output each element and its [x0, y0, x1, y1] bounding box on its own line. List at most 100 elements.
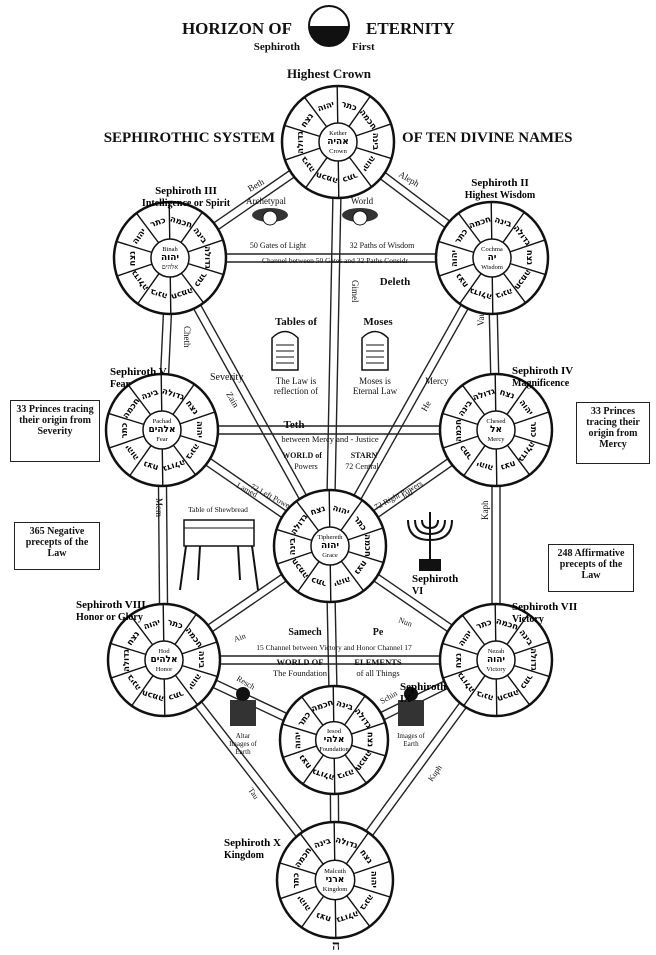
menorah-icon — [408, 512, 452, 570]
nun-label: Nun — [397, 615, 413, 628]
crown-title: Highest Crown — [287, 66, 372, 81]
sephira-malkuth-subheading: Kingdom — [224, 850, 265, 861]
zain-label: Zain — [224, 390, 241, 410]
ain-label: Ain — [233, 631, 247, 644]
bottom-letter: ה — [332, 939, 340, 954]
sephira-chesed-spoke — [496, 449, 497, 486]
sephira-pachad-subheading: Fear — [110, 379, 131, 390]
moses-eternal-label-1: Moses is — [359, 376, 391, 386]
sephira-chochma-spoke — [491, 202, 492, 239]
header-left: HORIZON OF — [182, 19, 292, 38]
sephira-jesod-ring-script: יהוה — [293, 732, 303, 749]
foundation-label: The Foundation — [273, 668, 328, 678]
sephira-hod-center-0: Hod — [158, 648, 170, 655]
pe-label: Pe — [373, 627, 384, 638]
starn-label: STARN — [351, 451, 378, 460]
sephira-malkuth-center-2: Kingdom — [323, 886, 348, 893]
sephira-binah-center-2: אלהים — [162, 263, 179, 271]
system-title-left: SEPHIROTHIC SYSTEM — [104, 130, 275, 146]
header-right: ETERNITY — [366, 19, 455, 38]
sephira-nezah-heading: Sephiroth VII — [512, 601, 577, 613]
sephira-pachad-center-0: Pachad — [153, 418, 173, 425]
sephira-hod-center-2: Honor — [156, 666, 173, 673]
sephira-chochma-center-0: Cochma — [481, 246, 503, 253]
horizon-half-disc-icon — [309, 6, 349, 46]
gates-of-light-label: 50 Gates of Light — [250, 241, 307, 250]
sephira-nezah-center-2: Victory — [486, 666, 506, 673]
elements-label: ELEMENTS — [354, 657, 402, 667]
sephira-jesod-center-0: Iesod — [327, 728, 342, 735]
sephira-binah-ring-script: נצח — [128, 251, 138, 267]
sephira-nezah-subheading: Victory — [512, 614, 544, 625]
system-title-right: OF TEN DIVINE NAMES — [402, 130, 572, 146]
sephira-pachad-spoke — [162, 449, 163, 486]
aleph-label: Aleph — [397, 169, 421, 189]
sephira-chesed-center-1: אל — [490, 425, 502, 435]
sephira-chochma-subheading: Highest Wisdom — [465, 190, 536, 201]
sephira-chesed-ring-script: חכמה — [454, 419, 464, 442]
header-sub-right: First — [352, 41, 375, 53]
cherub-right-icon — [342, 208, 378, 225]
kuph-label: Kuph — [426, 763, 444, 783]
central-label: 72 Central — [345, 462, 379, 471]
sephira-jesod-center-2: Foundation — [319, 746, 349, 753]
sephira-kether-center-0: Kether — [329, 130, 348, 137]
sephira-malkuth: בינהגדולהנצחיהוהכתרחכמהבינהגדולהנצחיהוהM… — [224, 822, 393, 938]
sephira-jesod-center-1: אלהי — [324, 735, 345, 745]
sephira-pachad-heading: Sephiroth V — [110, 366, 167, 378]
right-powers-label: 72 Right Powers — [373, 479, 424, 512]
sephira-pachad: בינהגדולהנצחיהוהכתרחכמהבינהגדולהנצחיהוהP… — [106, 366, 218, 486]
mem-label: Mem — [154, 498, 164, 517]
altar-label-3: Earth — [235, 748, 251, 756]
beth-label: Beth — [246, 176, 266, 193]
teth-label: Teth — [284, 419, 305, 431]
sephira-tiphereth-center-2: Grace — [322, 552, 338, 559]
severity-label: Severity — [210, 372, 243, 383]
sephira-binah-heading: Sephiroth III — [155, 185, 217, 197]
sephira-nezah-center-0: Nezah — [488, 648, 505, 655]
world-label: World — [351, 196, 374, 206]
sephira-binah-spoke — [170, 277, 171, 314]
sephira-chesed-center-2: Mercy — [488, 436, 506, 443]
sephira-chesed-ring-script: כתר — [528, 422, 538, 438]
shewbread-label: Table of Shewbread — [188, 505, 248, 514]
sephira-malkuth-spoke — [335, 900, 336, 938]
sephira-nezah-spoke — [496, 679, 497, 716]
sephira-chochma-center-2: Wisdom — [481, 264, 503, 271]
sephira-hod-ring-script: בינה — [196, 651, 206, 669]
images-label-1: Images of — [397, 732, 425, 740]
sephira-tiphereth-spoke — [329, 490, 330, 527]
sephira-malkuth-center-1: ארני — [326, 875, 345, 885]
powers-label: Powers — [294, 462, 318, 471]
sephira-chochma-heading: Sephiroth II — [471, 177, 529, 189]
sephira-chochma-ring-script: יהוה — [450, 250, 460, 267]
paths-of-wisdom-label: 32 Paths of Wisdom — [350, 241, 415, 250]
sephira-pachad-ring-script: יהוה — [194, 421, 204, 438]
sephira-chochma: חכמהבינהגדולהנצחיהוהכתרחכמהבינהגדולהנצחC… — [436, 177, 548, 314]
images-label-2: Earth — [403, 740, 419, 748]
affirmative-precepts-box: 248 Affirmative precepts of the Law — [548, 544, 634, 592]
sephira-nezah-ring-script: גדולה — [528, 648, 538, 671]
sephira-malkuth-center-0: Malcuth — [324, 868, 346, 875]
law-reflection-label-1: The Law is — [276, 376, 317, 386]
channel-between-label: Channel between 50 Gates and 32 Paths Co… — [262, 256, 409, 265]
sephira-tiphereth-center-0: Tiphereth — [317, 534, 343, 541]
sephira-pachad-center-1: אלהים — [148, 425, 175, 435]
sephira-binah-subheading: Intelligence or Spirit — [142, 198, 231, 209]
sephira-tiphereth-center-1: יהוה — [321, 541, 339, 551]
sephira-nezah-center-1: יהוה — [487, 655, 505, 665]
kaph-label: Kaph — [480, 500, 490, 520]
negative-precepts-box: 365 Negative precepts of the Law — [14, 522, 100, 570]
sephira-chesed-center-0: Chesed — [486, 418, 506, 425]
princes-left-box: 33 Princes tracing their origin from Sev… — [10, 400, 100, 462]
moses-eternal-label-2: Eternal Law — [353, 386, 398, 396]
sephira-chesed-subheading: Magnificence — [512, 378, 570, 389]
sephira-binah-center-0: Binah — [162, 246, 178, 253]
sephira-hod-subheading: Honor or Glory — [76, 612, 143, 623]
sephira-binah-center-1: יהוה — [161, 253, 179, 263]
princes-right-box: 33 Princes tracing their origin from Mer… — [576, 402, 650, 464]
sephira-kether-center-2: Crown — [329, 148, 347, 155]
